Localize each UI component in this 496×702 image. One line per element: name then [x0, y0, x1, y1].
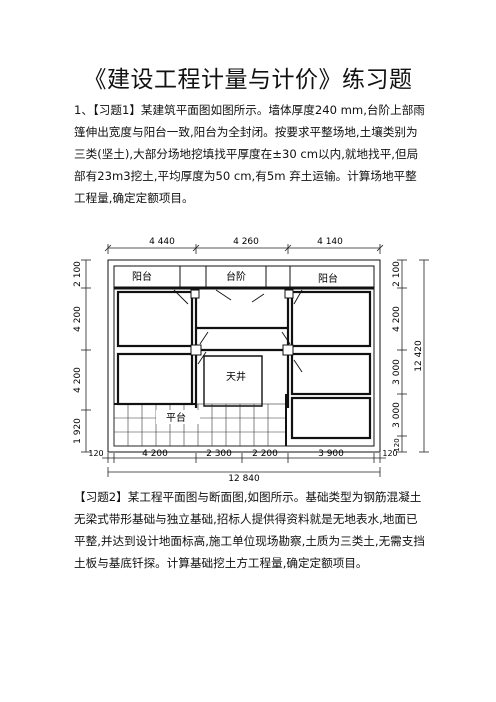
bottom-dim-3: 2 300: [206, 449, 232, 459]
right-dim-1: 2 100: [392, 261, 402, 287]
top-dim-2: 4 260: [233, 237, 259, 247]
top-dim-3: 4 140: [317, 237, 343, 247]
label-steps: 台阶: [226, 270, 246, 283]
left-dim-1: 2 100: [73, 261, 83, 287]
exercise-1-text: 1、【习题1】某建筑平面图如图所示。墙体厚度240 mm,台阶上部雨篷伸出宽度与…: [74, 103, 425, 205]
top-dim-1: 4 440: [149, 237, 175, 247]
bottom-dim-1: 120: [88, 449, 103, 458]
total-width-dim: 12 840: [228, 474, 260, 482]
page-title: 《建设工程计量与计价》练习题: [83, 67, 413, 93]
exercise-2-text: 【习题2】某工程平面图与断面图,如图所示。基础类型为钢筋混凝土无梁式带形基础与独…: [74, 490, 425, 570]
right-dim-2: 4 200: [392, 306, 402, 332]
right-dim-5: 120: [393, 438, 401, 451]
right-total-dim: 12 420: [414, 340, 424, 372]
right-dim-4: 3 000: [392, 402, 402, 428]
right-dim-3: 3 000: [392, 359, 402, 385]
label-platform: 平台: [166, 411, 186, 424]
left-dim-2: 4 200: [73, 306, 83, 332]
bottom-dim-4: 2 200: [252, 449, 278, 459]
left-dim-3: 4 200: [73, 367, 83, 393]
label-balcony-left: 阳台: [132, 270, 152, 283]
floor-plan-figure: 4 440 4 260 4 140 2 100 4 200 4 200 1 92…: [73, 237, 429, 482]
label-balcony-right: 阳台: [318, 272, 338, 285]
bottom-dim-5: 3 900: [318, 449, 344, 459]
bottom-dim-2: 4 200: [142, 449, 168, 459]
left-dim-4: 1 920: [73, 418, 83, 444]
label-light-well: 天井: [226, 370, 246, 383]
bottom-dim-6: 120: [382, 449, 397, 458]
